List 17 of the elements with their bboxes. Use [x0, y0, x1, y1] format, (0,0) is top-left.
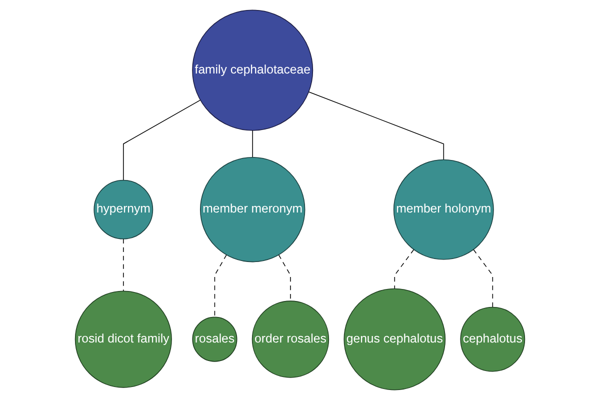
node-circle: cephalotus: [460, 306, 526, 372]
connector: [473, 249, 494, 308]
node-circle: rosales: [192, 316, 238, 362]
connector: [123, 238, 124, 292]
node-circle: family cephalotaceae: [192, 10, 314, 131]
connector: [214, 254, 227, 318]
node-circle: member holonym: [393, 159, 494, 260]
connector: [252, 130, 253, 158]
node-circle: rosid dicot family: [74, 290, 172, 388]
connector: [394, 249, 414, 290]
connector: [278, 254, 291, 302]
node-circle: hypernym: [94, 180, 154, 240]
node-circle: order rosales: [252, 300, 330, 378]
connector: [308, 92, 444, 160]
node-circle: genus cephalotus: [344, 288, 446, 390]
connector: [123, 100, 201, 181]
node-circle: member meronym: [200, 156, 306, 262]
